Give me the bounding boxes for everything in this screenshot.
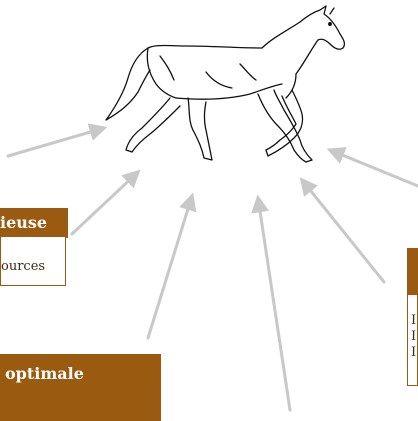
right-card-header bbox=[407, 248, 418, 296]
arrows bbox=[6, 123, 418, 412]
left-card-body: ources bbox=[0, 236, 66, 286]
arrow-4 bbox=[251, 194, 292, 412]
arrow-5 bbox=[299, 177, 386, 284]
left-card-header: ieuse bbox=[0, 208, 68, 238]
arrow-6 bbox=[326, 147, 418, 188]
right-card-body: I I I bbox=[407, 294, 418, 386]
right-card-line-1: I bbox=[411, 313, 417, 328]
bottom-card-header: optimale bbox=[0, 354, 161, 421]
arrow-1 bbox=[6, 123, 108, 158]
right-card-line-2: I bbox=[411, 329, 417, 344]
right-card-line-3: I bbox=[411, 345, 417, 360]
horse-icon bbox=[105, 5, 346, 163]
arrow-2 bbox=[70, 169, 141, 236]
arrow-3 bbox=[146, 192, 197, 340]
